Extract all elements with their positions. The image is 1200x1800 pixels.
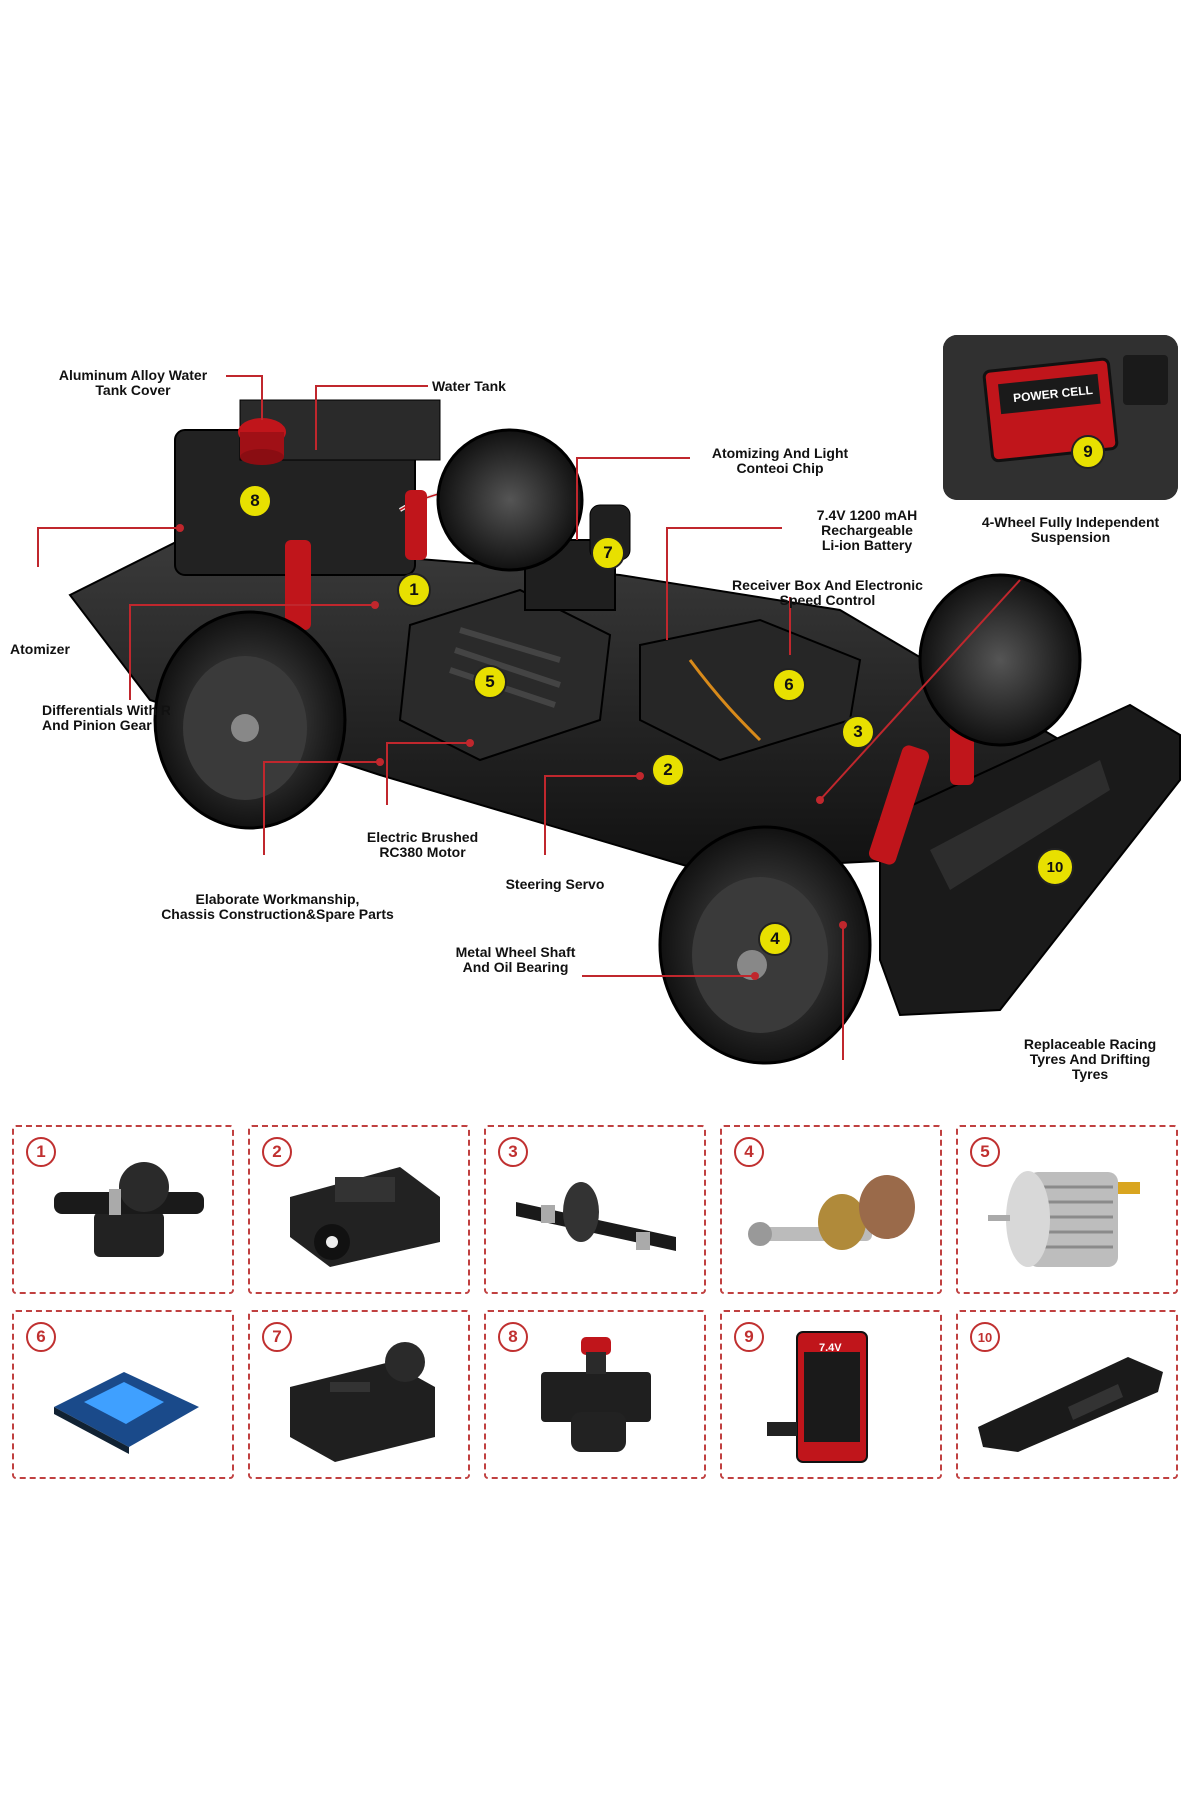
- receiver-box-icon: [290, 1342, 435, 1462]
- water-tank-icon: [541, 1337, 651, 1452]
- callout-5: 5: [473, 665, 507, 699]
- tile-number: 4: [734, 1137, 764, 1167]
- battery-inset: POWER CELL 9: [943, 335, 1178, 500]
- label-motor: Electric Brushed RC380 Motor: [366, 829, 479, 860]
- label-aluminum-cover: Aluminum Alloy Water Tank Cover: [58, 367, 208, 398]
- part-tile-1: 1: [12, 1125, 234, 1294]
- callout-4: 4: [758, 922, 792, 956]
- label-steering: Steering Servo: [505, 876, 605, 892]
- leader-lines: [37, 375, 1021, 1060]
- callout-6: 6: [772, 668, 806, 702]
- part-tile-3: 3: [484, 1125, 706, 1294]
- label-water-tank: Water Tank: [432, 378, 506, 394]
- tile-number: 10: [970, 1322, 1000, 1352]
- part-tile-9: 9 7.4V: [720, 1310, 942, 1479]
- callout-1: 1: [397, 573, 431, 607]
- label-suspension: 4-Wheel Fully Independent Suspension: [981, 514, 1160, 545]
- callout-10: 10: [1036, 848, 1074, 886]
- label-battery: 7.4V 1200 mAH Rechargeable Li-ion Batter…: [816, 507, 918, 553]
- label-receiver: Receiver Box And Electronic Speed Contro…: [732, 577, 923, 608]
- label-atomizer: Atomizer: [10, 641, 70, 657]
- tile-number: 2: [262, 1137, 292, 1167]
- battery-icon: [767, 1331, 868, 1463]
- tile-number: 9: [734, 1322, 764, 1352]
- label-tyres: Replaceable Racing Tyres And Drifting Ty…: [1023, 1036, 1157, 1082]
- tile-number: 1: [26, 1137, 56, 1167]
- label-atomizing-chip: Atomizing And Light Conteoi Chip: [711, 445, 849, 476]
- differential-icon: [54, 1162, 204, 1257]
- tile-number: 8: [498, 1322, 528, 1352]
- tile-number: 5: [970, 1137, 1000, 1167]
- rear-right-wheel: [436, 428, 584, 572]
- tile-number: 7: [262, 1322, 292, 1352]
- tile-number: 3: [498, 1137, 528, 1167]
- callout-7: 7: [591, 536, 625, 570]
- label-wheel-shaft: Metal Wheel Shaft And Oil Bearing: [455, 944, 576, 975]
- drive-shaft-icon: [516, 1182, 676, 1251]
- chassis-illustration: [37, 375, 1181, 1065]
- steering-servo-icon: [290, 1167, 440, 1267]
- part-tile-8: 8: [484, 1310, 706, 1479]
- bumper-icon: [978, 1357, 1163, 1452]
- front-right-wheel: [918, 573, 1082, 747]
- tile-number: 6: [26, 1322, 56, 1352]
- chip-icon: [54, 1372, 199, 1454]
- chassis-diagram: 1 2 3 4 5 6 7 8 10 POWER CELL 9 Aluminum…: [10, 335, 1181, 1082]
- brushed-motor-icon: [988, 1171, 1140, 1267]
- part-tile-7: 7: [248, 1310, 470, 1479]
- battery-voltage: 7.4V: [819, 1342, 842, 1354]
- callout-9: 9: [1071, 435, 1105, 469]
- part-tile-5: 5: [956, 1125, 1178, 1294]
- wheel-shaft-icon: [748, 1175, 915, 1250]
- label-workmanship: Elaborate Workmanship, Chassis Construct…: [161, 891, 394, 922]
- part-tile-4: 4: [720, 1125, 942, 1294]
- callout-3: 3: [841, 715, 875, 749]
- part-tile-6: 6: [12, 1310, 234, 1479]
- part-tile-2: 2: [248, 1125, 470, 1294]
- callout-2: 2: [651, 753, 685, 787]
- label-differentials: Differentials With R And Pinion Gear: [42, 703, 170, 733]
- callout-8: 8: [238, 484, 272, 518]
- part-tile-10: 10: [956, 1310, 1178, 1479]
- rear-left-wheel: [153, 610, 347, 830]
